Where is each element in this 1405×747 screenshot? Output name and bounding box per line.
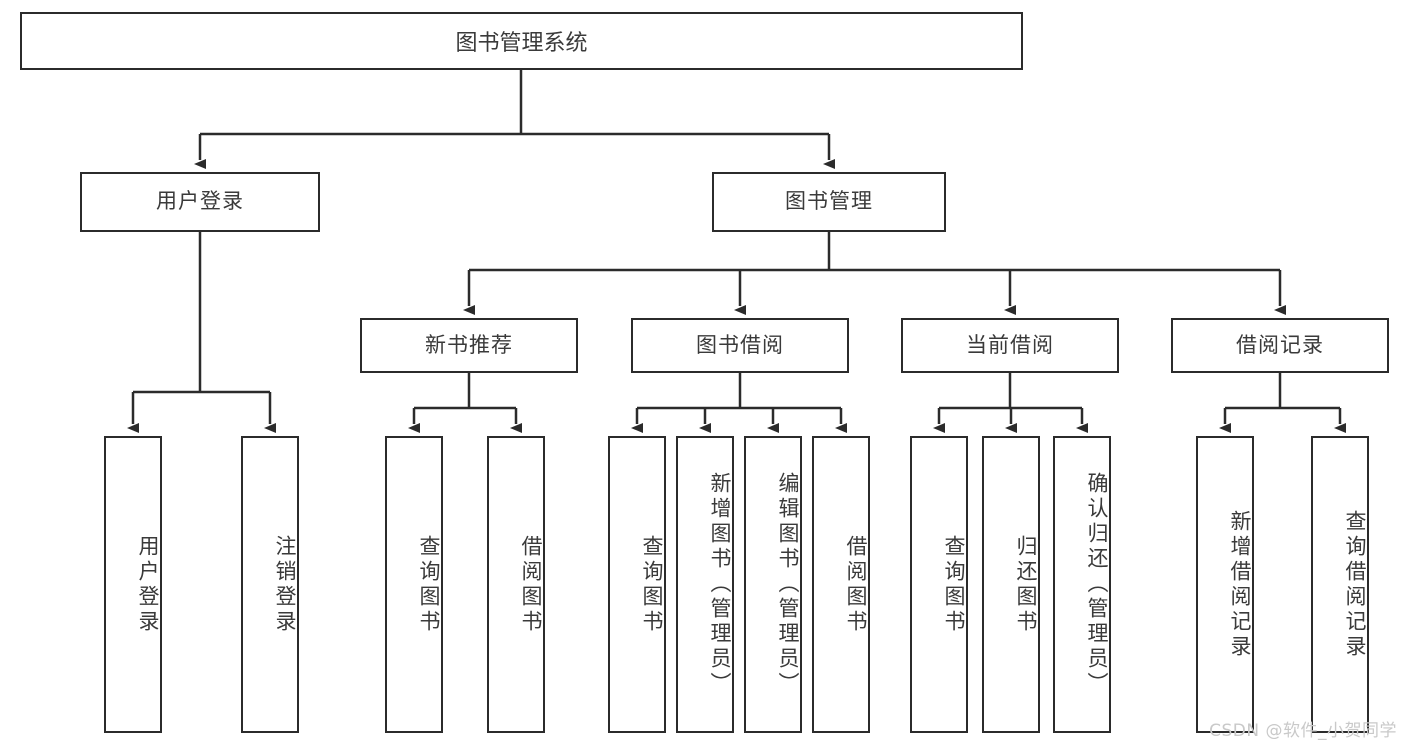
node-current-borrow[interactable]: 当前借阅	[901, 318, 1119, 373]
node-leaf-return-book[interactable]: 归还图书	[982, 436, 1040, 733]
node-leaf-confirm-return-admin[interactable]: 确认归还（管理员）	[1053, 436, 1111, 733]
leaf-label: 编辑图书（管理员）	[776, 472, 800, 697]
node-leaf-query-borrow-record[interactable]: 查询借阅记录	[1311, 436, 1369, 733]
leaf-label: 查询图书	[942, 534, 966, 635]
leaf-label: 注销登录	[273, 534, 297, 635]
watermark-credit: CSDN @软件_小贺同学	[1209, 721, 1397, 741]
leaf-label: 确认归还（管理员）	[1085, 472, 1109, 697]
leaf-label: 借阅图书	[844, 534, 868, 635]
leaf-label: 新增借阅记录	[1228, 509, 1252, 660]
node-book-borrow[interactable]: 图书借阅	[631, 318, 849, 373]
leaf-label: 查询借阅记录	[1343, 509, 1367, 660]
node-new-book-recommend[interactable]: 新书推荐	[360, 318, 578, 373]
node-leaf-borrow-book-1[interactable]: 借阅图书	[487, 436, 545, 733]
leaf-label: 查询图书	[417, 534, 441, 635]
leaf-label: 借阅图书	[519, 534, 543, 635]
node-user-login[interactable]: 用户登录	[80, 172, 320, 232]
node-leaf-add-book-admin[interactable]: 新增图书（管理员）	[676, 436, 734, 733]
leaf-label: 查询图书	[640, 534, 664, 635]
node-book-manage[interactable]: 图书管理	[712, 172, 946, 232]
node-leaf-query-book-2[interactable]: 查询图书	[608, 436, 666, 733]
node-leaf-user-login-leaf[interactable]: 用户登录	[104, 436, 162, 733]
node-leaf-edit-book-admin[interactable]: 编辑图书（管理员）	[744, 436, 802, 733]
node-leaf-borrow-book-2[interactable]: 借阅图书	[812, 436, 870, 733]
node-leaf-query-book-3[interactable]: 查询图书	[910, 436, 968, 733]
node-root-system[interactable]: 图书管理系统	[20, 12, 1023, 70]
leaf-label: 新增图书（管理员）	[708, 472, 732, 697]
leaf-label: 用户登录	[136, 534, 160, 635]
node-leaf-add-borrow-record[interactable]: 新增借阅记录	[1196, 436, 1254, 733]
node-borrow-record[interactable]: 借阅记录	[1171, 318, 1389, 373]
node-leaf-query-book-1[interactable]: 查询图书	[385, 436, 443, 733]
node-leaf-logout-leaf[interactable]: 注销登录	[241, 436, 299, 733]
leaf-label: 归还图书	[1014, 534, 1038, 635]
